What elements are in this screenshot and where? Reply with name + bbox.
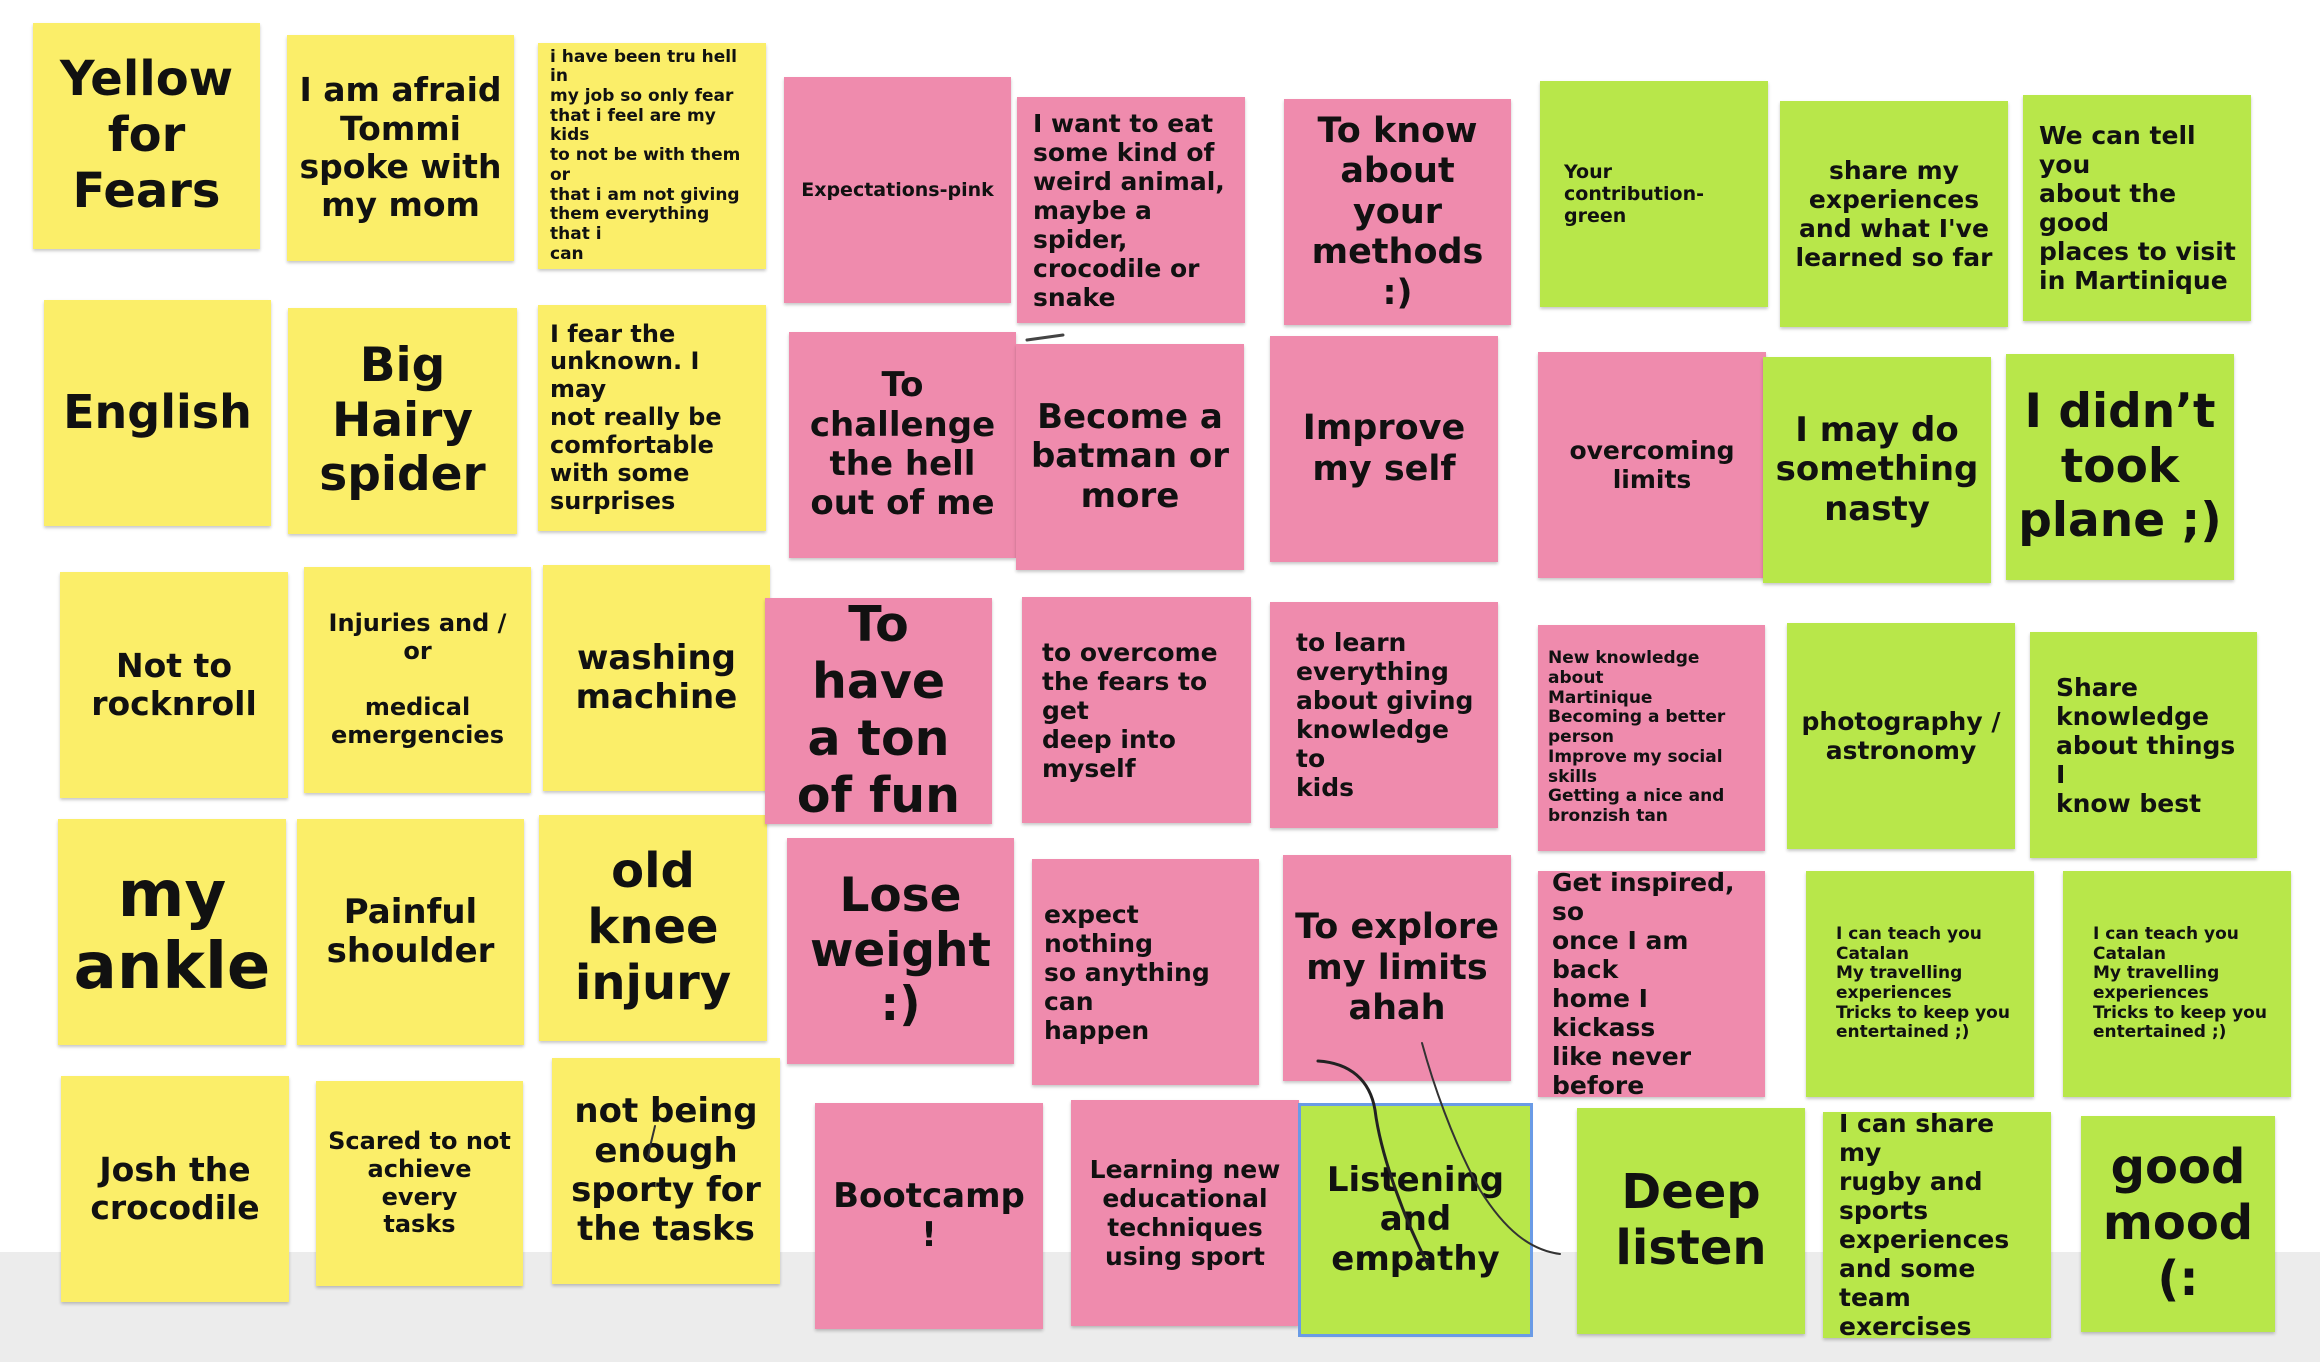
sticky-note-may-do-nasty[interactable]: I may do something nasty	[1763, 357, 1991, 583]
sticky-note-injuries[interactable]: Injuries and / or medical emergencies	[304, 567, 531, 793]
note-text: Share knowledge about things I know best	[2056, 672, 2236, 818]
note-text: English	[63, 385, 252, 440]
note-text: Become a batman or more	[1030, 396, 1230, 516]
note-text: overcoming limits	[1569, 436, 1735, 494]
sticky-note-overcome-fears[interactable]: to overcome the fears to get deep into m…	[1022, 597, 1251, 823]
sticky-note-batman[interactable]: Become a batman or more	[1016, 344, 1244, 570]
note-text: Learning new educational techniques usin…	[1089, 1155, 1281, 1271]
sticky-note-english[interactable]: English	[44, 300, 271, 526]
sticky-note-contribution-green[interactable]: Your contribution-green	[1540, 81, 1768, 307]
ink-stroke-3	[1025, 333, 1065, 342]
note-text: good mood (:	[2102, 1139, 2254, 1307]
sticky-note-not-sporty[interactable]: not being enough sporty for the tasks	[552, 1058, 780, 1284]
note-text: We can tell you about the good places to…	[2039, 121, 2236, 295]
sticky-note-get-inspired[interactable]: Get inspired, so once I am back home I k…	[1538, 871, 1765, 1097]
note-text: Big Hairy spider	[319, 338, 486, 503]
sticky-note-new-knowledge[interactable]: New knowledge about Martinique Becoming …	[1538, 625, 1765, 851]
note-text: To explore my limits ahah	[1295, 907, 1499, 1029]
note-text: Not to rocknroll	[91, 645, 257, 723]
sticky-note-didnt-took-plane[interactable]: I didn’t took plane ;)	[2006, 354, 2234, 580]
note-text: To challenge the hell out of me	[809, 365, 996, 524]
sticky-note-expect-nothing[interactable]: expect nothing so anything can happen	[1032, 859, 1259, 1085]
sticky-note-share-experiences[interactable]: share my experiences and what I've learn…	[1780, 101, 2008, 327]
note-text: Expectations-pink	[801, 178, 994, 201]
sticky-note-scared-achieve[interactable]: Scared to not achieve every tasks	[316, 1081, 523, 1286]
note-text: Get inspired, so once I am back home I k…	[1552, 871, 1735, 1097]
sticky-note-old-knee-injury[interactable]: old knee injury	[539, 815, 767, 1041]
sticky-note-listening-empathy[interactable]: Listening and empathy	[1298, 1103, 1533, 1337]
sticky-note-good-places[interactable]: We can tell you about the good places to…	[2023, 95, 2251, 321]
note-text: Listening and empathy	[1326, 1159, 1505, 1279]
note-text: share my experiences and what I've learn…	[1795, 156, 1993, 272]
note-text: New knowledge about Martinique Becoming …	[1548, 648, 1726, 827]
note-text: not being enough sporty for the tasks	[571, 1091, 761, 1250]
sticky-note-teach-catalan-1[interactable]: I can teach you Catalan My travelling ex…	[1806, 871, 2034, 1097]
note-text: to overcome the fears to get deep into m…	[1042, 637, 1218, 783]
sticky-note-big-hairy-spider[interactable]: Big Hairy spider	[288, 308, 517, 534]
note-text: my ankle	[73, 858, 271, 1004]
sticky-note-bootcamp[interactable]: Bootcamp !	[815, 1103, 1043, 1329]
note-text: Painful shoulder	[326, 891, 495, 971]
note-text: Yellow for Fears	[59, 51, 234, 219]
sticky-note-share-knowledge[interactable]: Share knowledge about things I know best	[2030, 632, 2257, 858]
sticky-note-challenge-hell[interactable]: To challenge the hell out of me	[789, 332, 1016, 558]
sticky-note-lose-weight[interactable]: Lose weight :)	[787, 838, 1014, 1064]
note-text: I am afraid Tommi spoke with my mom	[299, 70, 502, 225]
note-text: I can share my rugby and sports experien…	[1839, 1112, 2010, 1338]
sticky-note-learn-everything[interactable]: to learn everything about giving knowled…	[1270, 602, 1498, 828]
note-text: I can teach you Catalan My travelling ex…	[2093, 923, 2267, 1043]
sticky-note-know-methods[interactable]: To know about your methods :)	[1284, 99, 1511, 325]
sticky-note-improve-self[interactable]: Improve my self	[1270, 336, 1498, 562]
sticky-note-josh-crocodile[interactable]: Josh the crocodile	[61, 1076, 289, 1302]
sticky-note-learning-techniques[interactable]: Learning new educational techniques usin…	[1071, 1100, 1299, 1326]
note-text: I didn’t took plane ;)	[2018, 384, 2222, 549]
sticky-note-weird-animal[interactable]: I want to eat some kind of weird animal,…	[1017, 97, 1245, 323]
note-text: Josh the crocodile	[90, 1149, 260, 1227]
note-text: photography / astronomy	[1801, 707, 2001, 765]
note-text: washing machine	[575, 637, 738, 717]
sticky-note-afraid-tommi[interactable]: I am afraid Tommi spoke with my mom	[287, 35, 514, 261]
sticky-note-tru-hell[interactable]: i have been tru hell in my job so only f…	[538, 43, 766, 269]
note-text: Lose weight :)	[810, 868, 991, 1033]
sticky-note-not-rocknroll[interactable]: Not to rocknroll	[60, 572, 288, 798]
sticky-note-fear-unknown[interactable]: I fear the unknown. I may not really be …	[538, 305, 766, 531]
sticky-note-good-mood[interactable]: good mood (:	[2081, 1116, 2275, 1332]
sticky-note-ton-of-fun[interactable]: To have a ton of fun	[765, 598, 992, 824]
note-text: To have a ton of fun	[796, 598, 961, 824]
sticky-note-yellow-for-fears[interactable]: Yellow for Fears	[33, 23, 260, 249]
note-text: Your contribution-green	[1564, 160, 1704, 228]
note-text: I want to eat some kind of weird animal,…	[1033, 108, 1225, 312]
note-text: I can teach you Catalan My travelling ex…	[1836, 923, 2010, 1043]
note-text: Deep listen	[1615, 1164, 1767, 1276]
sticky-note-share-rugby[interactable]: I can share my rugby and sports experien…	[1823, 1112, 2051, 1338]
note-text: expect nothing so anything can happen	[1044, 899, 1210, 1045]
sticky-note-washing-machine[interactable]: washing machine	[543, 565, 770, 791]
sticky-note-deep-listen[interactable]: Deep listen	[1577, 1108, 1805, 1334]
note-text: Bootcamp !	[833, 1175, 1025, 1255]
note-text: to learn everything about giving knowled…	[1296, 628, 1474, 802]
sticky-note-overcoming-limits[interactable]: overcoming limits	[1538, 352, 1766, 578]
sticky-note-photography[interactable]: photography / astronomy	[1787, 623, 2015, 849]
note-text: I fear the unknown. I may not really be …	[550, 319, 722, 515]
sticky-note-my-ankle[interactable]: my ankle	[58, 819, 286, 1045]
sticky-note-explore-limits[interactable]: To explore my limits ahah	[1283, 855, 1511, 1081]
note-text: Scared to not achieve every tasks	[328, 1126, 511, 1239]
note-text: old knee injury	[574, 843, 732, 1011]
sticky-note-painful-shoulder[interactable]: Painful shoulder	[297, 819, 524, 1045]
note-text: Improve my self	[1302, 408, 1466, 489]
sticky-note-teach-catalan-2[interactable]: I can teach you Catalan My travelling ex…	[2063, 871, 2291, 1097]
note-text: To know about your methods :)	[1311, 110, 1484, 313]
note-text: I may do something nasty	[1775, 409, 1979, 529]
note-text: Injuries and / or medical emergencies	[328, 609, 507, 749]
note-text: i have been tru hell in my job so only f…	[550, 46, 741, 264]
sticky-note-expectations-pink[interactable]: Expectations-pink	[784, 77, 1011, 303]
